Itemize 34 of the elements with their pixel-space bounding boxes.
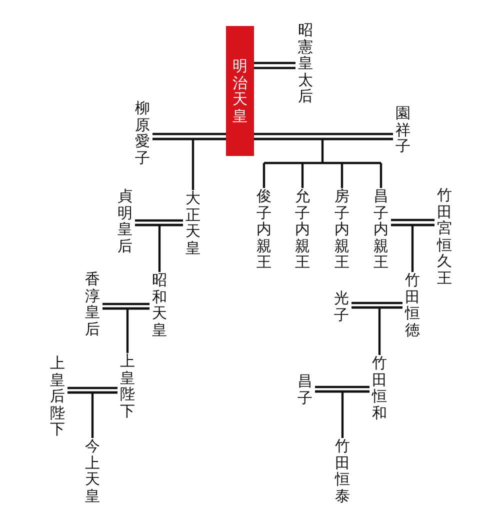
descent-line [350, 306, 404, 356]
person-name: 竹田恒和 [370, 355, 390, 421]
person-name: 竹田恒徳 [402, 272, 422, 338]
highlighted-name: 明治天皇 [226, 26, 254, 156]
descent-line [151, 138, 228, 192]
person-name: 俊子内親王 [254, 188, 274, 270]
descent-line [390, 224, 436, 274]
person-name: 昌子 [295, 373, 315, 406]
descent-line [380, 163, 382, 188]
person-name: 上皇后陛下 [48, 355, 68, 438]
person-name: 允子内親王 [292, 188, 312, 270]
person-name: 昭憲皇太后 [296, 22, 316, 104]
person-name: 今上天皇 [82, 438, 102, 504]
person-name: 柳原愛子 [132, 100, 152, 166]
person-name: 房子内親王 [332, 188, 352, 270]
marriage-line [252, 62, 297, 70]
descent-line [262, 163, 266, 188]
person-name: 昭和天皇 [150, 272, 170, 338]
descent-line [314, 390, 371, 440]
person-name: 香淳皇后 [82, 271, 102, 337]
person-name: 大正天皇 [183, 190, 203, 256]
descent-line [101, 307, 151, 354]
descent-line [134, 224, 184, 274]
person-name: 昌子内親王 [371, 188, 391, 270]
descent-line [252, 138, 394, 164]
person-name: 竹田恒泰 [332, 438, 352, 504]
person-name: 貞明皇后 [115, 188, 135, 254]
descent-line [66, 391, 119, 440]
descent-line [301, 163, 304, 188]
person-name: 竹田宮恒久王 [434, 187, 454, 286]
person-name: 上皇陛下 [118, 353, 138, 419]
person-name: 園祥子 [393, 105, 413, 154]
person-name: 光子 [332, 290, 352, 323]
descent-line [340, 163, 344, 188]
